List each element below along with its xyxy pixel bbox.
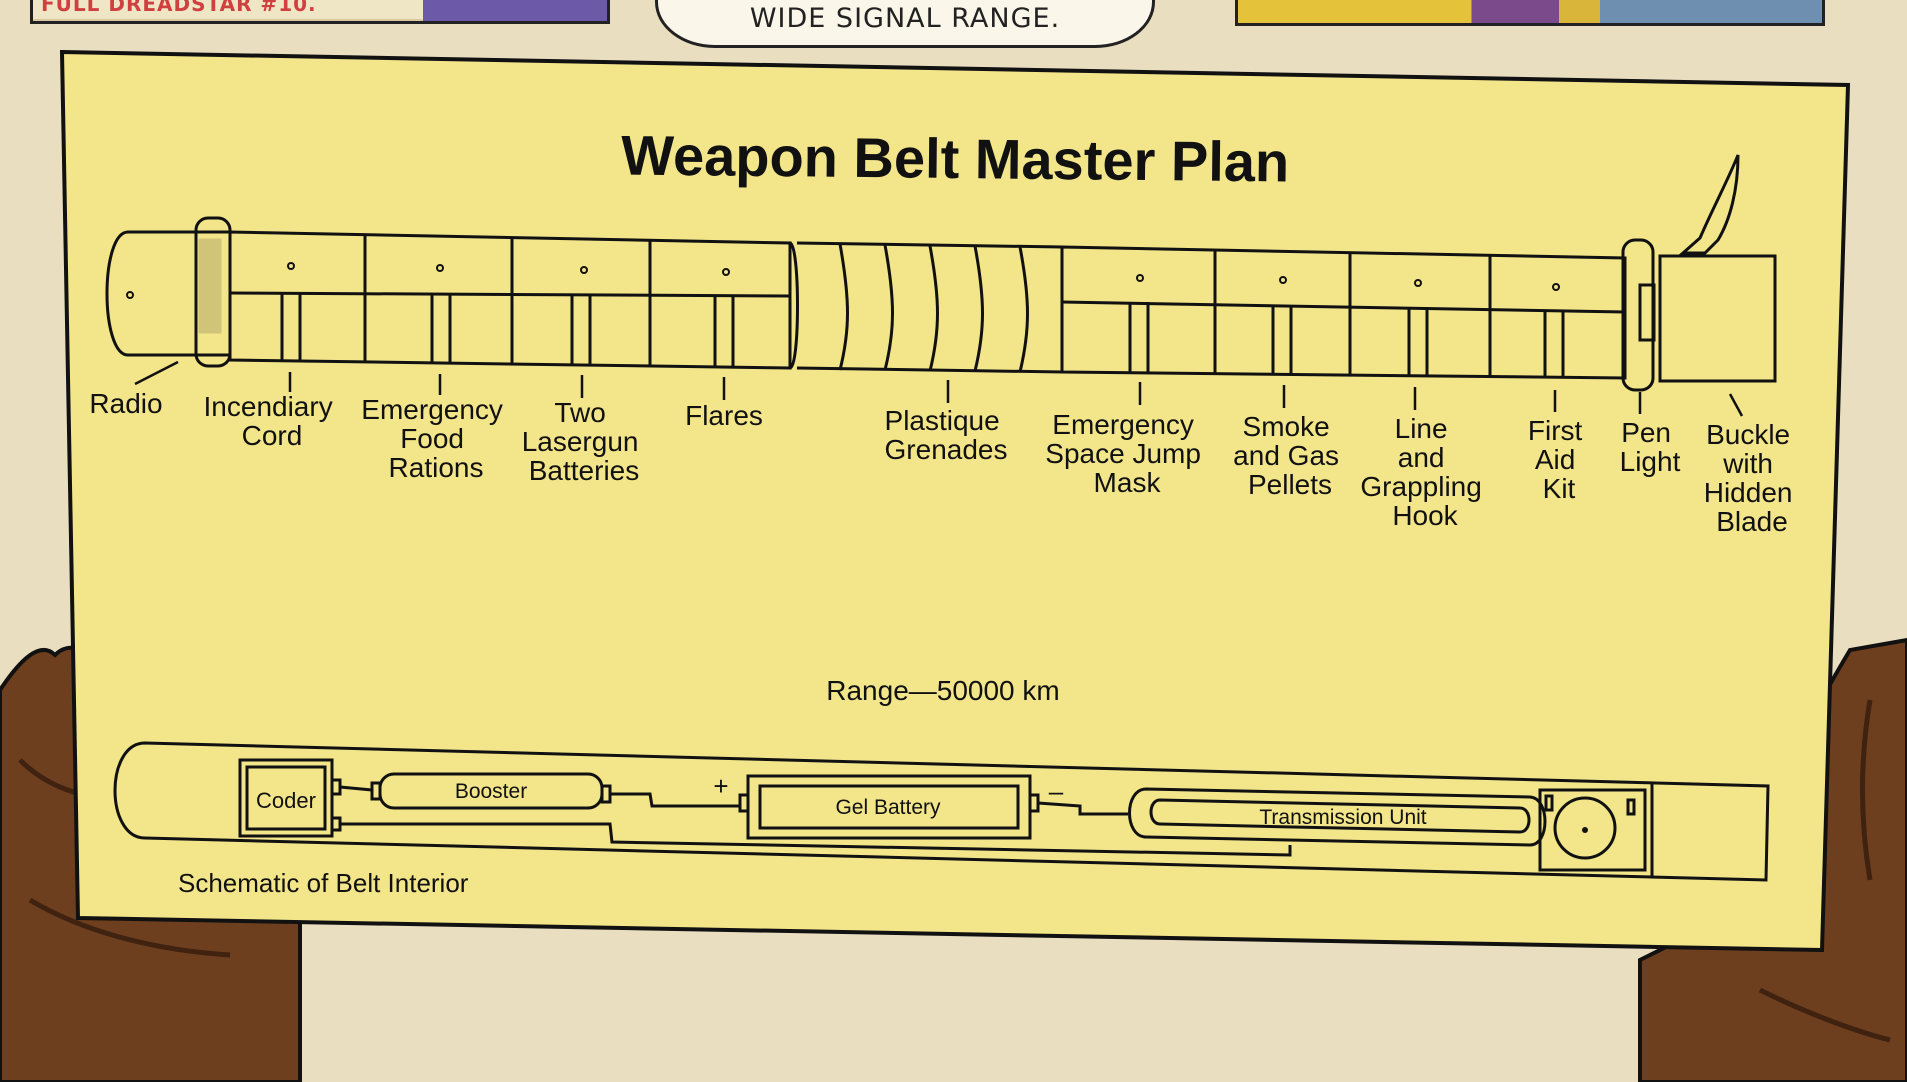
label-plastique-grenades: Plastique Grenades: [885, 405, 1008, 465]
booster-label: Booster: [455, 780, 527, 803]
diagram-title: Weapon Belt Master Plan: [621, 124, 1290, 194]
transmission-unit-label: Transmission Unit: [1259, 806, 1426, 829]
schematic-caption: Schematic of Belt Interior: [178, 868, 469, 898]
label-radio: Radio: [89, 388, 162, 419]
transmitter-dial-center: [1582, 827, 1588, 833]
minus-sign: –: [1049, 776, 1064, 806]
diagram-sheet: [59, 49, 1851, 953]
top-left-panel: FULL DREADSTAR #10.: [30, 0, 610, 24]
belt-labels: Radio Incendiary Cord Emergency Food Rat…: [89, 388, 1801, 537]
belt-schematic: [113, 741, 1770, 882]
schematic-labels: Coder Booster + Gel Battery – Transmissi…: [178, 771, 1427, 898]
pouch-snaps: [126, 262, 1560, 299]
label-leader-lines: [134, 360, 1744, 417]
label-buckle-with-hidden-blade: Buckle with Hidden Blade: [1704, 419, 1801, 537]
belt-outline: [105, 154, 1777, 392]
speech-balloon: WIDE SIGNAL RANGE.: [655, 0, 1155, 48]
label-two-lasergun-batteries: Two Lasergun Batteries: [522, 397, 647, 486]
gel-battery-label: Gel Battery: [835, 796, 941, 819]
label-incendiary-cord: Incendiary Cord: [204, 391, 341, 451]
coder-label: Coder: [256, 788, 316, 813]
label-flares: Flares: [685, 400, 763, 431]
label-pen-light: Pen Light: [1620, 417, 1681, 477]
range-text: Range—50000 km: [826, 675, 1059, 706]
label-emergency-food-rations: Emergency Food Rations: [361, 394, 510, 483]
top-caption: FULL DREADSTAR #10.: [33, 0, 431, 19]
label-smoke-and-gas-pellets: Smoke and Gas Pellets: [1233, 411, 1347, 500]
top-right-panel: [1235, 0, 1825, 26]
label-first-aid-kit: First Aid Kit: [1528, 415, 1590, 504]
speech-balloon-text: WIDE SIGNAL RANGE.: [749, 3, 1061, 34]
top-left-art: [423, 0, 607, 21]
plus-sign: +: [713, 771, 728, 801]
label-line-and-grappling-hook: Line and Grappling Hook: [1360, 413, 1489, 531]
label-emergency-space-jump-mask: Emergency Space Jump Mask: [1045, 409, 1208, 498]
